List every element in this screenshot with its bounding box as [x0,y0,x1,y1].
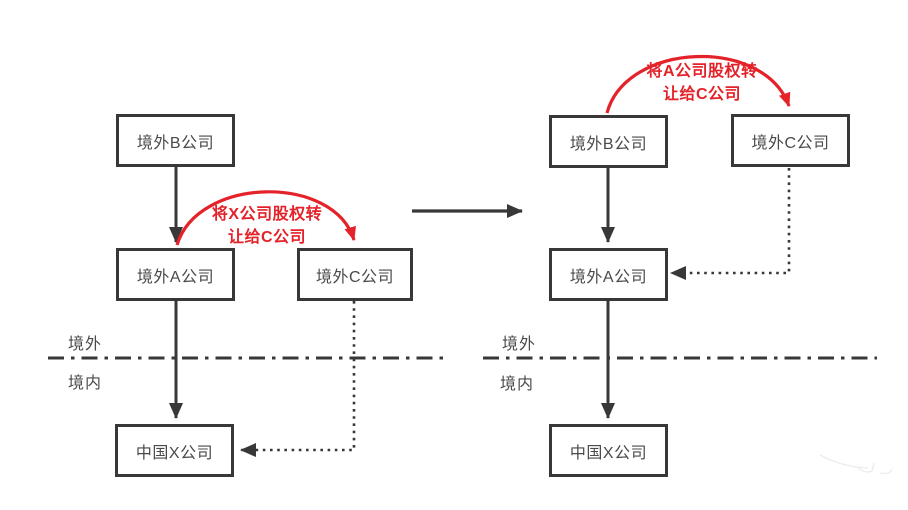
left-box-china-x: 中国X公司 [115,424,234,477]
right-box-china-x: 中国X公司 [549,424,668,477]
right-box-overseas-c-label: 境外C公司 [751,134,830,152]
left-box-china-x-label: 中国X公司 [135,444,214,462]
left-transfer-note: 将X公司股权转 让给C公司 [182,203,352,249]
right-region-overseas-label: 境外 [502,336,537,353]
right-box-overseas-b-label: 境外B公司 [569,135,648,153]
left-transfer-note-line2: 让给C公司 [227,229,307,246]
left-box-overseas-c-label: 境外C公司 [315,268,395,286]
left-dotted-arrow-c-to-x [240,301,356,457]
right-region-domestic-label: 境内 [500,376,535,393]
left-box-overseas-b: 境外B公司 [116,114,235,167]
right-transfer-note-line2: 让给C公司 [662,86,742,103]
left-box-overseas-c: 境外C公司 [297,248,413,301]
right-box-overseas-c: 境外C公司 [731,114,850,167]
right-dotted-arrow-c-to-a [670,168,791,280]
left-box-overseas-b-label: 境外B公司 [136,134,215,152]
right-red-transfer-arc [605,54,791,114]
left-region-domestic-label: 境内 [68,375,103,392]
left-box-overseas-a-label: 境外A公司 [136,268,215,286]
right-box-overseas-b: 境外B公司 [549,115,668,168]
right-box-overseas-a: 境外A公司 [549,248,668,301]
right-box-china-x-label: 中国X公司 [569,444,648,462]
left-region-overseas-label: 境外 [68,336,103,353]
left-box-overseas-a: 境外A公司 [116,248,235,301]
right-transfer-note: 将A公司股权转 让给C公司 [617,60,787,106]
left-red-transfer-arc [175,190,356,246]
left-transfer-note-line1: 将X公司股权转 [211,206,323,223]
right-transfer-note-line1: 将A公司股权转 [646,63,758,80]
watermark-remnant [819,454,893,475]
right-box-overseas-a-label: 境外A公司 [569,268,648,286]
